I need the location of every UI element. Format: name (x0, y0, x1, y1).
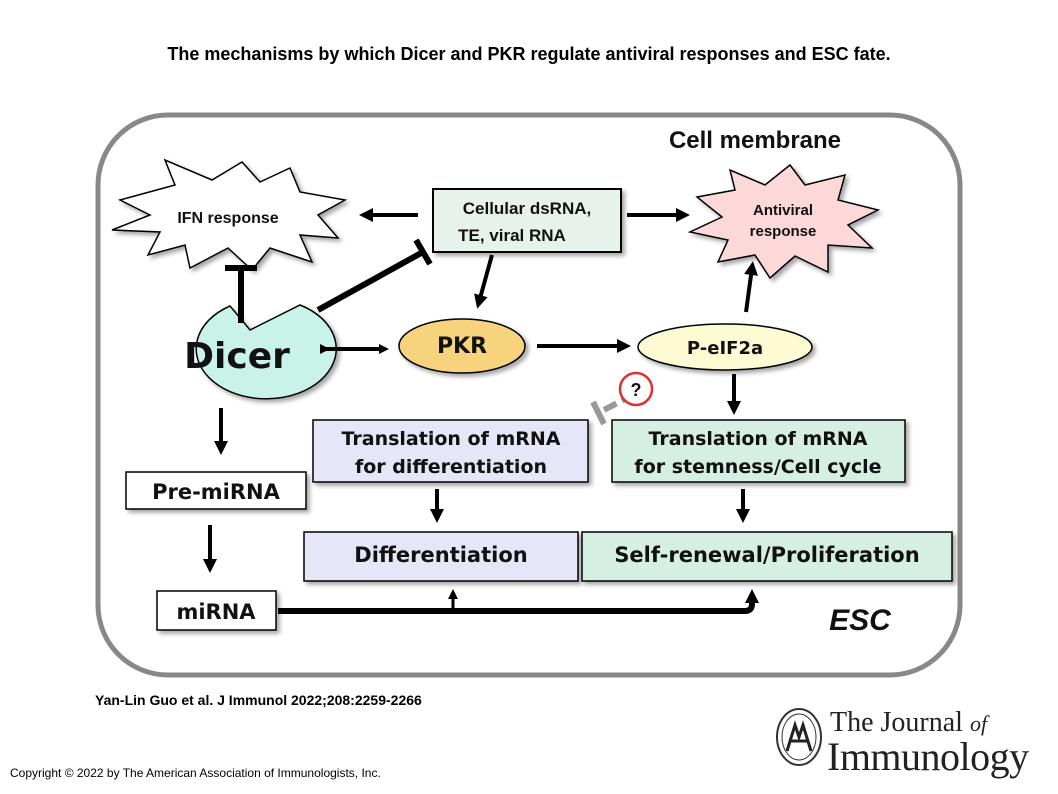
inhibit-question-bar (590, 400, 607, 426)
antiviral-label-line1: Antiviral (753, 202, 813, 219)
translation-stem-line2: for stemness/Cell cycle (634, 456, 881, 478)
mirna-box (156, 590, 277, 631)
arrow-dsrna-to-pkr (474, 254, 494, 309)
aai-seal-icon (776, 708, 822, 766)
peif2a-label: P-eIF2a (687, 338, 763, 359)
translation-diff-line1: Translation of mRNA (342, 428, 561, 450)
cell-membrane-label: Cell membrane (669, 127, 841, 154)
question-circle (618, 371, 654, 407)
logo-journal: Journal (880, 707, 963, 738)
dicer-shape (195, 304, 337, 400)
pre-mirna-label: Pre-miRNA (152, 480, 281, 504)
pkr-label: PKR (437, 334, 487, 359)
logo-title-line1: The Journal of (830, 707, 987, 739)
arrow-peif2a-to-antiviral (744, 261, 758, 313)
question-mark: ? (631, 380, 642, 400)
mirna-bus-line (278, 598, 755, 614)
translation-stem-line1: Translation of mRNA (649, 428, 868, 450)
esc-label: ESC (829, 604, 892, 637)
dsrna-label-line2: TE, viral RNA (458, 226, 566, 245)
self-renewal-label: Self-renewal/Proliferation (614, 543, 919, 567)
antiviral-label-line2: response (750, 223, 817, 240)
ifn-response-burst (111, 158, 348, 272)
differentiation-label: Differentiation (354, 543, 527, 567)
logo-immunology: Immunology (827, 734, 1029, 779)
inhibit-dicer-dsrna-bar (413, 238, 433, 266)
journal-logo[interactable]: The Journal of Immunology (775, 705, 1045, 780)
self-renewal-box (581, 531, 953, 582)
translation-stemness-box (611, 419, 906, 483)
logo-of: of (969, 711, 988, 736)
differentiation-box (303, 531, 579, 582)
translation-differentiation-box (312, 419, 589, 483)
pre-mirna-box (125, 471, 307, 510)
antiviral-response-burst (687, 163, 881, 280)
dicer-label: Dicer (184, 336, 290, 377)
mirna-label: miRNA (176, 600, 256, 624)
dsrna-label-line1: Cellular dsRNA, (463, 199, 591, 218)
copyright: Copyright © 2022 by The American Associa… (10, 766, 381, 780)
pkr-node (398, 318, 526, 374)
peif2a-node (637, 323, 813, 371)
inhibit-dicer-dsrna-stem (316, 249, 425, 313)
citation: Yan-Lin Guo et al. J Immunol 2022;208:22… (95, 692, 422, 708)
logo-the: The (830, 707, 874, 738)
translation-diff-line2: for differentiation (355, 456, 547, 478)
figure-title: The mechanisms by which Dicer and PKR re… (167, 44, 891, 64)
ifn-response-label: IFN response (177, 210, 278, 227)
dsrna-box (432, 188, 622, 253)
